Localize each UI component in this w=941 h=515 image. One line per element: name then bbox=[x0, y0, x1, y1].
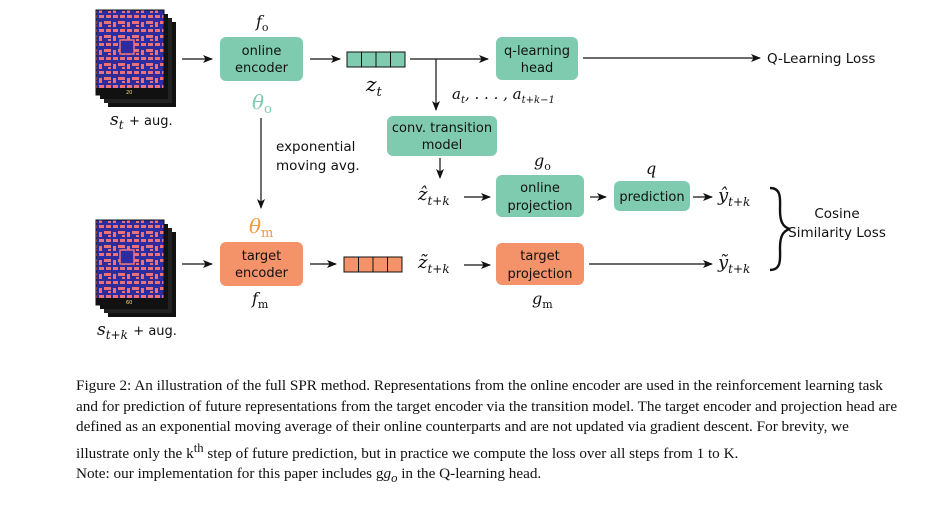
svg-text:head: head bbox=[521, 61, 553, 76]
f-target-label: fm bbox=[251, 289, 269, 311]
latent-target-vector bbox=[343, 256, 403, 273]
prediction-box: prediction bbox=[614, 181, 690, 211]
state-tk-label: st+k + aug. bbox=[97, 320, 177, 344]
yhat-label: ŷt+k bbox=[717, 185, 750, 209]
theta-target-label: θm bbox=[249, 214, 273, 241]
zt-label: zt bbox=[365, 72, 383, 100]
figure-caption: Figure 2: An illustration of the full SP… bbox=[76, 376, 900, 489]
svg-text:online: online bbox=[242, 44, 282, 59]
state-t-label: st + aug. bbox=[110, 110, 173, 134]
svg-text:target: target bbox=[520, 249, 560, 264]
svg-text:conv. transition: conv. transition bbox=[392, 121, 492, 136]
caption-sup: th bbox=[193, 440, 204, 455]
figure-label: Figure 2: bbox=[76, 377, 132, 394]
ema-label-2: moving avg. bbox=[276, 158, 360, 174]
svg-text:projection: projection bbox=[508, 199, 573, 214]
svg-text:encoder: encoder bbox=[235, 61, 289, 76]
g-target-label: gm bbox=[532, 289, 553, 311]
q-learning-head-box: q-learning head bbox=[496, 37, 578, 80]
svg-text:projection: projection bbox=[508, 267, 573, 282]
caption-note-g: g bbox=[383, 465, 392, 483]
svg-text:target: target bbox=[242, 249, 282, 264]
ztilde-label: z̃t+k bbox=[417, 252, 450, 276]
theta-online-label: θo bbox=[252, 90, 272, 117]
svg-text:encoder: encoder bbox=[235, 266, 289, 281]
online-projection-box: online projection bbox=[496, 175, 584, 217]
target-encoder-box: target encoder bbox=[220, 242, 303, 286]
svg-text:20: 20 bbox=[126, 90, 132, 96]
ytilde-label: ỹt+k bbox=[717, 252, 750, 276]
ema-label: exponential bbox=[276, 139, 355, 155]
cosine-loss-label-2: Similarity Loss bbox=[788, 225, 886, 241]
spr-diagram: 20 st + aug. 60 st+k + aug. fo online en… bbox=[95, 9, 886, 344]
cosine-loss-label: Cosine bbox=[814, 206, 859, 222]
target-projection-box: target projection bbox=[496, 243, 584, 285]
svg-text:online: online bbox=[520, 181, 560, 196]
transition-model-box: conv. transition model bbox=[387, 116, 497, 156]
f-online-label: fo bbox=[255, 12, 269, 34]
actions-label: at, . . . , at+k−1 bbox=[452, 85, 555, 106]
svg-text:prediction: prediction bbox=[619, 190, 684, 205]
online-encoder-box: online encoder bbox=[220, 37, 303, 81]
q-label: q bbox=[646, 159, 656, 178]
latent-zt-vector bbox=[346, 51, 406, 68]
similarity-brace bbox=[769, 186, 791, 272]
g-online-label: go bbox=[534, 151, 551, 173]
caption-note-sub: o bbox=[391, 471, 398, 486]
caption-text: An illustration of the full SPR method. … bbox=[76, 377, 898, 462]
game-frame-stack-top: 20 bbox=[95, 9, 176, 107]
caption-note: Note: our implementation for this paper … bbox=[76, 465, 384, 483]
svg-text:60: 60 bbox=[126, 300, 132, 306]
svg-text:model: model bbox=[422, 138, 462, 153]
caption-note-end: in the Q-learning head. bbox=[397, 465, 542, 483]
caption-text-2: step of future prediction, but in practi… bbox=[203, 444, 739, 462]
svg-text:q-learning: q-learning bbox=[504, 44, 570, 59]
game-frame-stack-bottom: 60 bbox=[95, 219, 176, 317]
zhat-label: ẑt+k bbox=[417, 184, 450, 208]
q-learning-loss-label: Q-Learning Loss bbox=[767, 51, 875, 67]
